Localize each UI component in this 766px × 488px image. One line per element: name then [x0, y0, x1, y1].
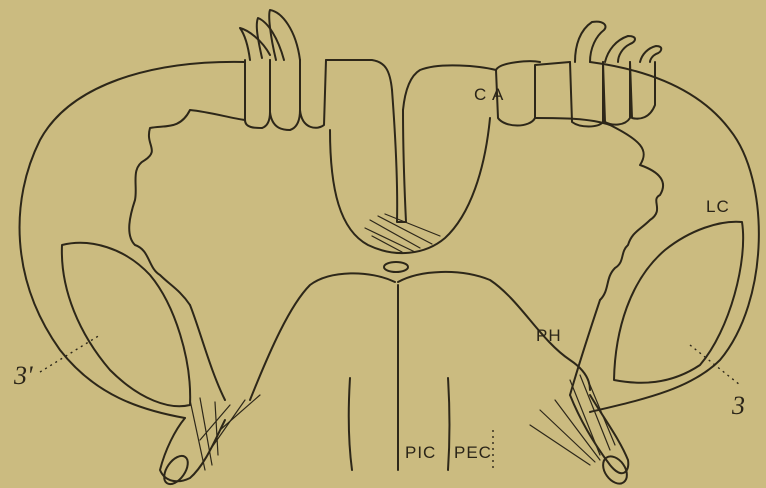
label-ph: PH: [536, 327, 562, 344]
ventral-root-left: [159, 418, 225, 488]
label-lc: LC: [706, 198, 730, 215]
label-pec: PEC: [454, 444, 492, 461]
dorsal-root-left: [240, 10, 392, 130]
cup-fibers: [365, 214, 440, 252]
label-pic: PIC: [405, 444, 436, 461]
pyramid-left: [349, 378, 352, 470]
grey-border-left: [129, 110, 245, 305]
pyramid-right: [448, 378, 450, 470]
anterior-horn-left: [190, 305, 225, 400]
leader-left: [40, 335, 100, 372]
lateral-column-left: [62, 243, 190, 406]
anterior-horn-right: [570, 300, 600, 395]
label-three-right: 3: [732, 393, 745, 419]
lateral-column-right: [614, 222, 743, 383]
label-three-left: 3': [14, 363, 33, 389]
dorsal-root-right: [403, 22, 661, 127]
posterior-median-septum: [392, 90, 406, 222]
central-canal: [384, 262, 408, 272]
label-ca: C A: [474, 86, 504, 103]
